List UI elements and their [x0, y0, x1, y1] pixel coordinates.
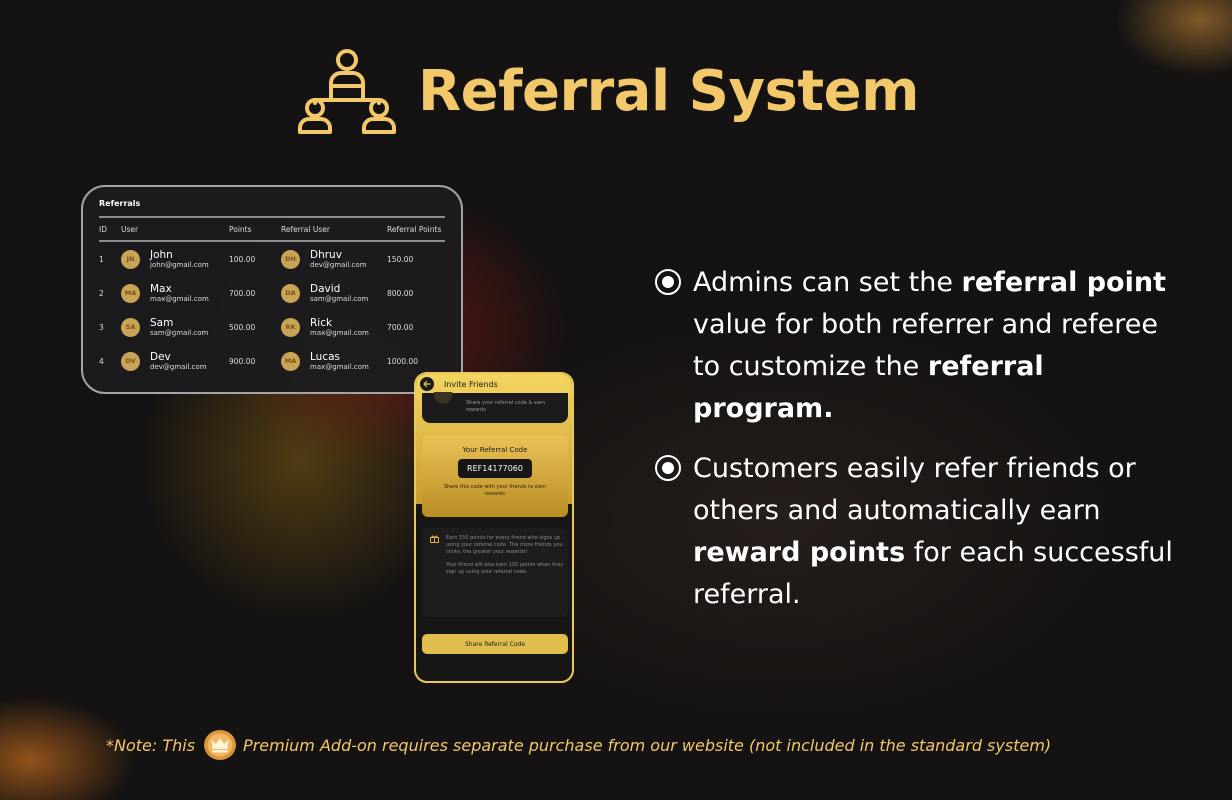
referral-user-email: sam@gmail.com	[310, 294, 369, 303]
rewards-info-card: Earn 150 points for every friend who sig…	[422, 528, 568, 617]
radio-bullet-icon	[655, 269, 681, 295]
user-email: dev@gmail.com	[150, 362, 207, 371]
col-header-referral-points: Referral Points	[387, 224, 442, 234]
referral-user-name: Dhruv	[310, 248, 342, 261]
referral-points-cell: 150.00	[387, 254, 414, 264]
user-name: Dev	[150, 350, 171, 363]
points-cell: 100.00	[229, 254, 256, 264]
invite-intro-text: Share your referral code & earn rewards	[466, 400, 546, 413]
referral-points-cell: 700.00	[387, 322, 414, 332]
col-header-referral-user: Referral User	[281, 224, 330, 234]
points-cell: 900.00	[229, 356, 256, 366]
referral-user-email: max@gmail.com	[310, 362, 369, 371]
rewards-info-paragraph: Your friend will also earn 100 points wh…	[446, 562, 564, 575]
avatar: DA	[281, 283, 300, 303]
row-id: 2	[99, 288, 104, 298]
premium-note: *Note: This Premium Add-on requires sepa…	[106, 729, 1051, 761]
back-button[interactable]	[420, 377, 434, 391]
page-header: Referral System	[298, 48, 919, 134]
divider	[99, 216, 445, 218]
invite-intro-card: Share your referral code & earn rewards	[422, 392, 568, 423]
row-id: 3	[99, 322, 104, 332]
note-text: Premium Add-on requires separate purchas…	[243, 735, 1052, 755]
feature-text: Admins can set the referral point value …	[693, 267, 1166, 424]
user-name: Max	[150, 282, 172, 295]
referral-user-name: Lucas	[310, 350, 340, 363]
col-header-user: User	[121, 224, 139, 234]
referral-code-label: Your Referral Code	[462, 446, 528, 454]
referral-user-email: dev@gmail.com	[310, 260, 367, 269]
referral-code-value[interactable]: REF14177060	[458, 459, 532, 478]
user-name: Sam	[150, 316, 174, 329]
referrals-table-title: Referrals	[99, 199, 141, 208]
referral-code-card: Your Referral Code REF14177060 Share thi…	[422, 435, 568, 517]
gift-icon	[430, 535, 439, 543]
phone-mockup: Invite Friends Share your referral code …	[414, 372, 574, 683]
phone-screen-title: Invite Friends	[444, 379, 498, 389]
avatar: MA	[121, 283, 140, 303]
rewards-info-paragraph: Earn 150 points for every friend who sig…	[446, 535, 563, 555]
referral-points-cell: 1000.00	[387, 356, 419, 366]
points-cell: 500.00	[229, 322, 256, 332]
avatar: MA	[281, 351, 300, 371]
phone-app-bar: Invite Friends	[416, 374, 572, 394]
premium-crown-coin-icon	[204, 730, 237, 760]
referral-code-hint: Share this code with your friends to ear…	[443, 484, 547, 497]
feature-text: Customers easily refer friends or others…	[693, 453, 1173, 610]
referral-points-cell: 800.00	[387, 288, 414, 298]
avatar: DH	[281, 249, 300, 269]
referral-user-email: max@gmail.com	[310, 328, 369, 337]
page-title: Referral System	[418, 58, 919, 124]
referral-network-icon	[298, 49, 396, 134]
user-email: max@gmail.com	[150, 294, 209, 303]
avatar: RK	[281, 317, 300, 337]
points-cell: 700.00	[229, 288, 256, 298]
users-icon	[434, 392, 452, 404]
rewards-info-text: Earn 150 points for every friend who sig…	[446, 535, 564, 576]
arrow-left-icon	[423, 380, 431, 388]
col-header-points: Points	[229, 224, 252, 234]
note-prefix: *Note: This	[106, 735, 196, 755]
feature-item: Customers easily refer friends or others…	[655, 448, 1175, 616]
table-header: ID User Points Referral User Referral Po…	[99, 218, 445, 242]
row-id: 4	[99, 356, 104, 366]
user-name: John	[150, 248, 173, 261]
col-header-id: ID	[99, 224, 107, 234]
avatar: SA	[121, 317, 140, 337]
share-referral-code-button[interactable]: Share Referral Code	[422, 634, 568, 654]
referrals-table-card: Referrals ID User Points Referral User R…	[81, 185, 463, 394]
referral-user-name: Rick	[310, 316, 333, 329]
radio-bullet-icon	[655, 455, 681, 481]
user-email: john@gmail.com	[150, 260, 209, 269]
feature-item: Admins can set the referral point value …	[655, 262, 1175, 430]
avatar: DV	[121, 351, 140, 371]
referral-user-name: David	[310, 282, 341, 295]
avatar: JN	[121, 249, 140, 269]
feature-list: Admins can set the referral point value …	[655, 262, 1175, 616]
row-id: 1	[99, 254, 104, 264]
user-email: sam@gmail.com	[150, 328, 209, 337]
